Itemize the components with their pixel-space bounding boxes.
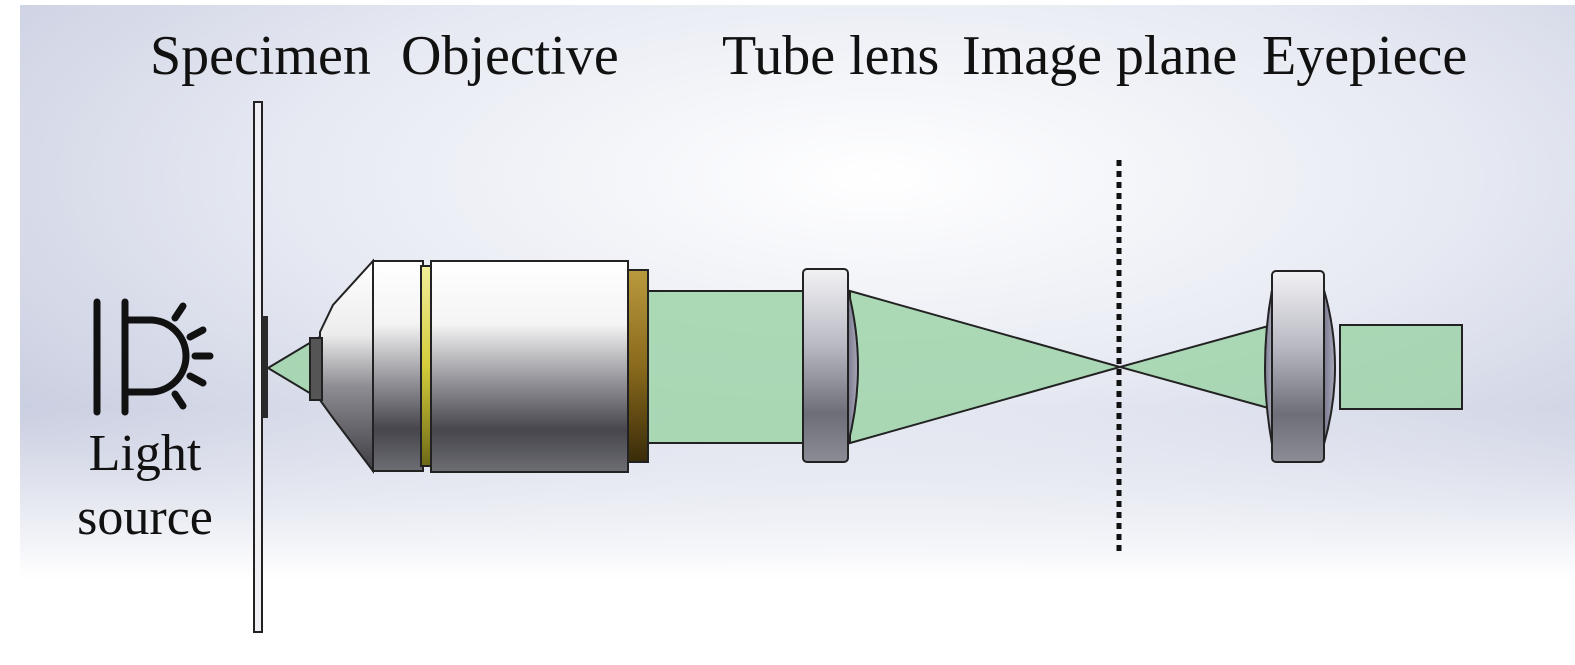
light-source-label-line2: source	[77, 489, 213, 546]
eyepiece-label: Eyepiece	[1262, 25, 1468, 87]
tube-lens	[802, 268, 859, 463]
specimen-label: Specimen	[150, 25, 371, 87]
objective-label: Objective	[401, 25, 619, 87]
image-plane-label: Image plane	[962, 25, 1238, 87]
light-beam	[266, 289, 1463, 445]
specimen-slide	[253, 101, 268, 633]
tube-lens-label: Tube lens	[722, 25, 940, 87]
objective-lens-body	[309, 258, 649, 474]
beam-eyepiece-output	[1339, 324, 1463, 410]
light-bulb-icon	[93, 298, 214, 416]
eyepiece-lens	[1264, 270, 1336, 463]
light-source-label: Light source	[60, 422, 230, 550]
beam-collimated-objective	[647, 290, 804, 444]
light-source-label-line1: Light	[88, 425, 202, 482]
